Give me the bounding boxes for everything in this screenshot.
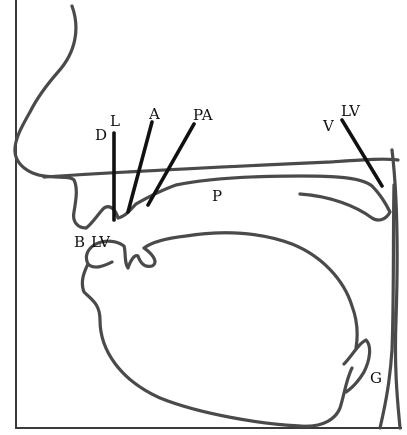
- label-B: B: [74, 233, 85, 251]
- label-A: A: [148, 105, 160, 123]
- label-G: G: [370, 369, 382, 387]
- face-profile-outline: [15, 6, 86, 228]
- jaw-contour: [82, 264, 352, 426]
- label-LV-labial: LV: [91, 233, 111, 251]
- label-D: D: [95, 126, 107, 144]
- pointer-palato-alveolar: [148, 124, 194, 205]
- label-V: V: [322, 117, 335, 135]
- nasal-floor-contour: [44, 159, 398, 177]
- anterior-pharynx-wall: [380, 185, 394, 428]
- pointer-velar: [342, 120, 382, 186]
- label-PA: PA: [193, 106, 213, 124]
- label-L: L: [110, 112, 120, 130]
- tongue-surface-contour: [96, 233, 357, 348]
- label-LV-velar: LV: [341, 102, 361, 120]
- label-P: P: [212, 187, 222, 205]
